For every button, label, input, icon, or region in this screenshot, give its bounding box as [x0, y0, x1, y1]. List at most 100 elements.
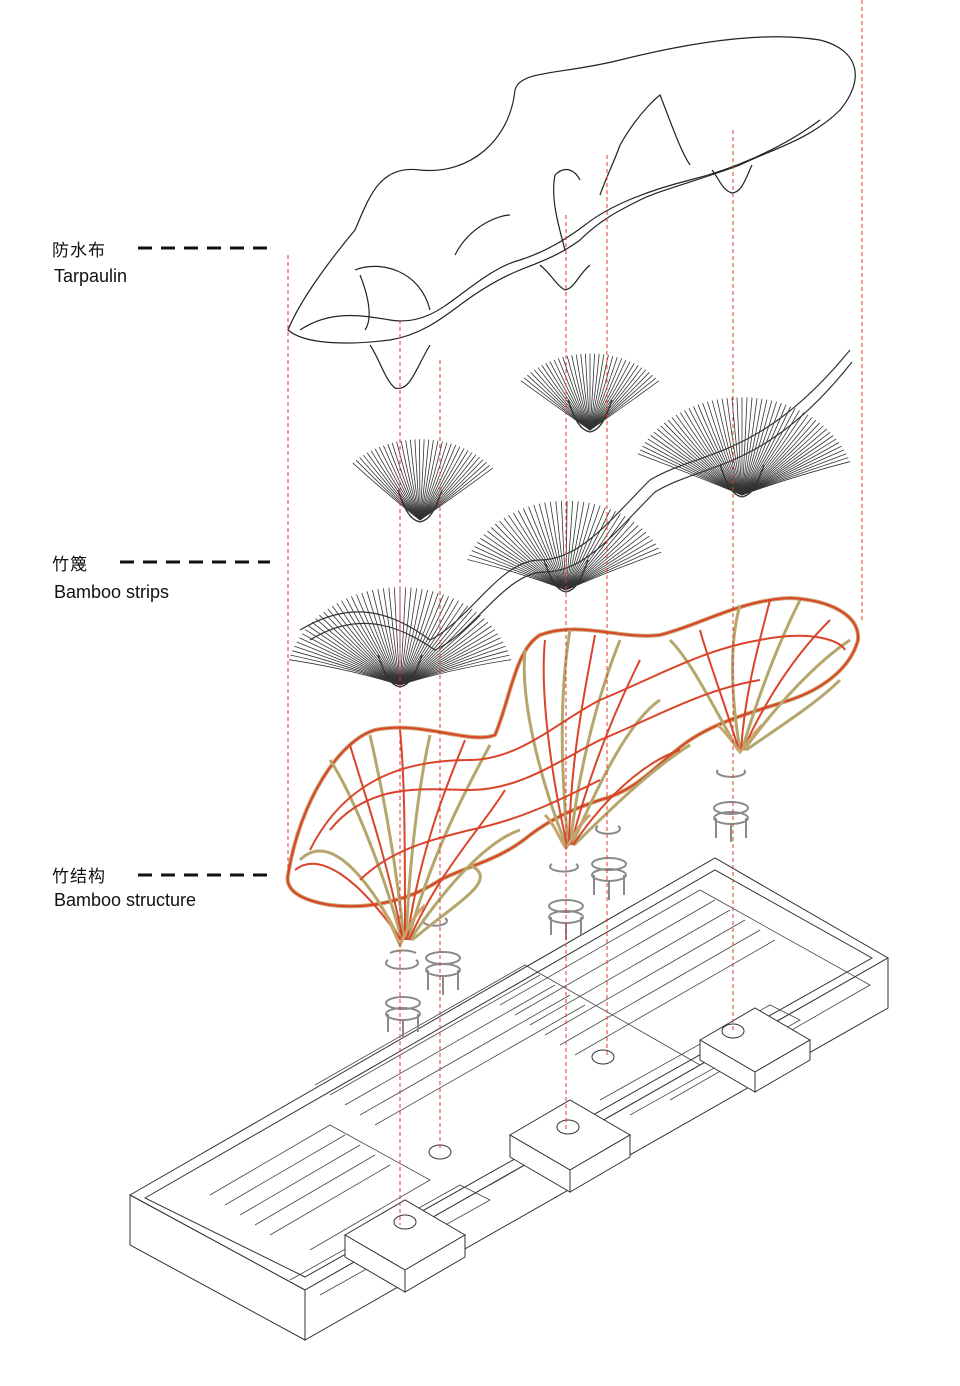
bamboo-strip — [688, 408, 743, 496]
bamboo-strip — [716, 399, 743, 496]
bamboo-strip — [517, 510, 567, 591]
bamboo-strip — [399, 594, 444, 686]
bamboo-strip — [589, 377, 657, 431]
bamboo-strip — [382, 588, 401, 686]
bamboo-strip — [399, 591, 434, 686]
bamboo-strip — [399, 659, 512, 686]
bamboo-strip — [726, 398, 743, 496]
bamboo-strip — [589, 380, 660, 431]
bamboo-strip — [419, 467, 494, 521]
structure-rings — [309, 634, 846, 881]
bamboo-strip — [399, 589, 423, 686]
label-bamboo-structure-zh: 竹结构 — [52, 867, 106, 887]
bamboo-strip — [399, 600, 459, 686]
bamboo-strip — [693, 406, 743, 496]
base-platform — [128, 857, 890, 1341]
bamboo-strip — [741, 410, 800, 496]
label-bamboo-strips-zh: 竹篾 — [52, 555, 88, 575]
tarpaulin-layer — [287, 36, 856, 389]
bamboo-strip — [399, 588, 418, 686]
bamboo-strip-ridge — [309, 361, 853, 651]
bamboo-strip — [331, 605, 401, 686]
bamboo-strip — [741, 406, 791, 496]
bamboo-strip — [741, 398, 763, 496]
bamboo-strip-funnel — [397, 489, 443, 523]
bamboo-strip — [565, 504, 596, 591]
bamboo-strip — [503, 517, 567, 591]
alignment-guides — [287, 0, 863, 1225]
bamboo-strip — [391, 442, 421, 521]
bamboo-strip — [697, 404, 743, 496]
label-bamboo-strips-en: Bamboo strips — [54, 582, 170, 602]
bamboo-strip — [533, 504, 567, 591]
bamboo-strip — [419, 440, 439, 521]
bamboo-strip — [741, 400, 773, 496]
bamboo-strip — [711, 400, 743, 496]
bamboo-strip — [565, 505, 601, 591]
bamboo-strip — [538, 503, 567, 591]
bamboo-strip — [399, 598, 454, 686]
bamboo-strip — [356, 594, 401, 686]
bamboo-strip — [399, 587, 406, 686]
bamboo-strip — [405, 440, 421, 521]
bamboo-strip — [741, 397, 753, 496]
bamboo-strip — [396, 441, 421, 521]
bamboo-strip — [399, 590, 428, 686]
connector-set-right — [713, 769, 749, 842]
bamboo-strip — [508, 515, 567, 591]
bamboo-strip — [388, 587, 401, 686]
bamboo-strip — [399, 605, 469, 686]
bamboo-strip — [741, 403, 782, 496]
bamboo-strip — [565, 507, 606, 591]
tarpaulin-funnel-left — [369, 344, 431, 389]
bamboo-strip-funnel — [567, 399, 613, 433]
label-bamboo-structure-en: Bamboo structure — [54, 890, 197, 910]
bamboo-strip — [555, 501, 567, 591]
bamboo-strip — [544, 502, 567, 591]
bamboo-strip-funnel — [543, 559, 589, 593]
tarpaulin-funnel-right — [711, 164, 753, 194]
bamboo-structure-layer — [285, 595, 861, 949]
bamboo-strip — [351, 596, 401, 686]
bamboo-strip — [741, 408, 796, 496]
bamboo-strip — [399, 596, 449, 686]
footing-holes — [393, 1023, 745, 1230]
bamboo-strip — [361, 592, 401, 686]
bamboo-strip — [741, 461, 851, 496]
bamboo-strip-funnel — [719, 464, 765, 498]
bamboo-strip — [522, 508, 567, 591]
label-tarpaulin-en: Tarpaulin — [54, 266, 128, 286]
bamboo-strip — [565, 509, 611, 591]
bamboo-strip — [399, 603, 464, 686]
bamboo-strip — [419, 439, 434, 521]
bamboo-strip — [336, 603, 401, 686]
bamboo-strip — [366, 591, 401, 686]
bamboo-strip — [399, 592, 439, 686]
bamboo-strip — [565, 501, 579, 591]
bamboo-strip — [477, 541, 567, 591]
bamboo-strip — [741, 398, 758, 496]
bamboo-strip — [346, 598, 401, 686]
platform-inner-rim — [143, 869, 874, 1278]
tarpaulin-inner-edge — [299, 119, 821, 331]
bamboo-strip — [565, 513, 621, 591]
bamboo-strip — [512, 512, 567, 591]
bamboo-strips-layer — [288, 349, 853, 688]
bamboo-strip — [736, 397, 743, 496]
bamboo-strip — [741, 404, 787, 496]
bamboo-strip — [372, 590, 401, 686]
bamboo-strip — [639, 449, 743, 496]
bamboo-strip — [741, 399, 768, 496]
bamboo-strip — [394, 587, 401, 686]
bamboo-strip — [528, 506, 567, 591]
bamboo-strip — [565, 502, 590, 591]
raised-blocks — [344, 1007, 811, 1293]
bamboo-strip — [377, 589, 401, 686]
bamboo-strip-ridge — [299, 349, 851, 641]
bamboo-strip — [561, 500, 567, 591]
tarpaulin-funnel-middle — [539, 264, 591, 291]
bamboo-strip — [565, 543, 657, 591]
legend-leaders — [120, 246, 270, 877]
bamboo-strip — [399, 608, 473, 686]
